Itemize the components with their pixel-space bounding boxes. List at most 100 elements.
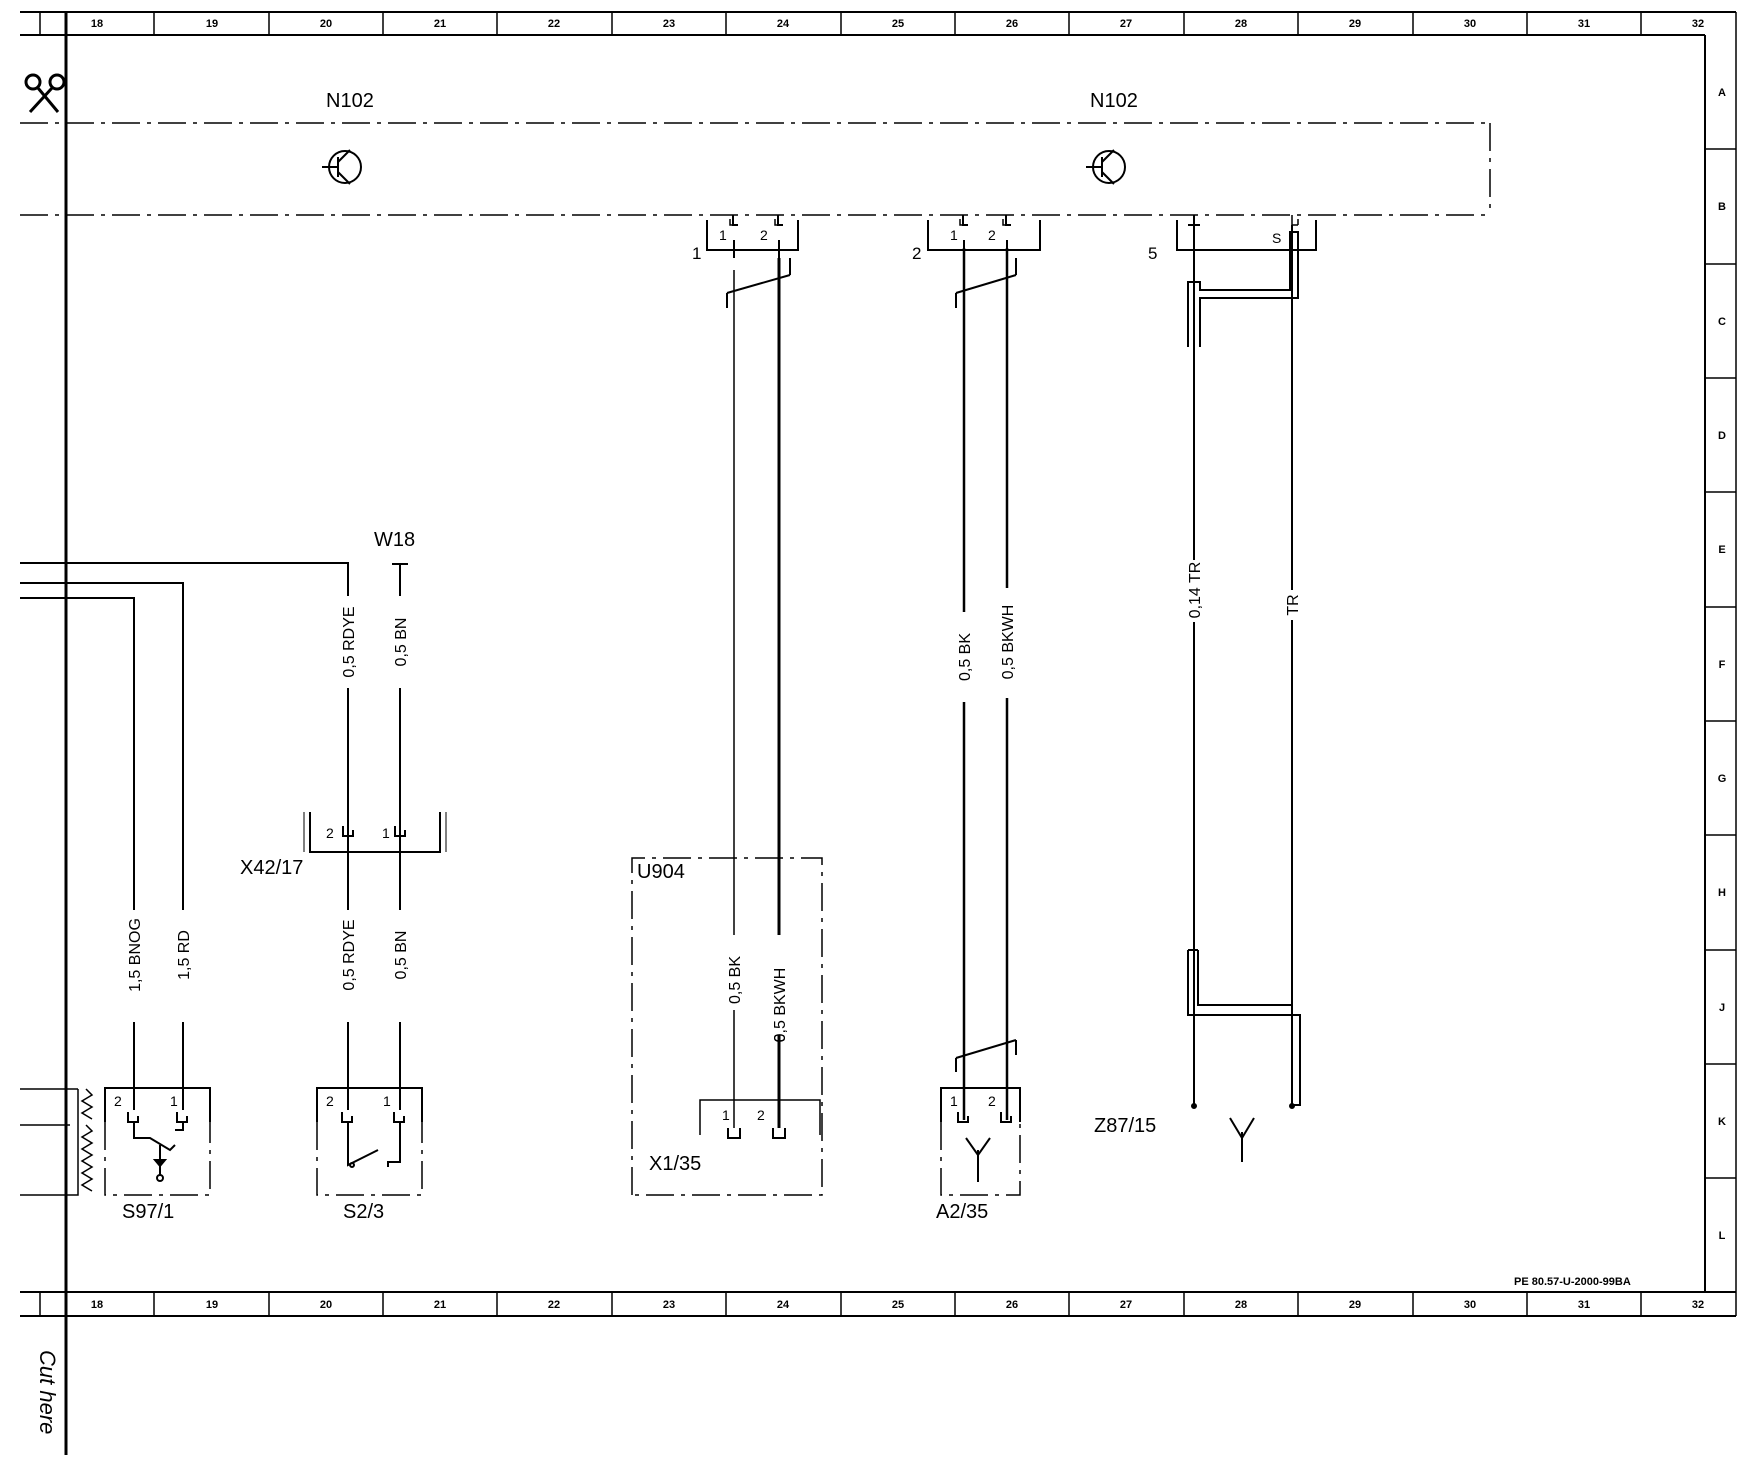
wire-label: TR	[1285, 594, 1302, 615]
col-label: 24	[777, 18, 790, 30]
scissors-icon	[24, 73, 66, 114]
component-label-n102: N102	[326, 90, 374, 112]
col-label: 20	[320, 1299, 332, 1311]
frame	[20, 11, 1737, 1455]
antenna-icon	[965, 1137, 991, 1182]
col-label: 21	[434, 18, 446, 30]
label-gaps	[127, 560, 1299, 1035]
diagram-code: PE 80.57-U-2000-99BA	[1514, 1276, 1631, 1288]
row-label: K	[1718, 1116, 1726, 1128]
col-label: 31	[1578, 18, 1590, 30]
col-label: 32	[1692, 18, 1704, 30]
pin-label: 2	[988, 1093, 996, 1109]
col-label: 22	[548, 18, 560, 30]
component-label-u904: U904	[637, 861, 685, 883]
u904-module-outline	[631, 857, 823, 1196]
twisted-pair-u904	[726, 248, 791, 935]
col-label: 23	[663, 18, 675, 30]
column-labels-bottom: 18 19 20 21 22 23 24 25 26 27 28 29 30 3…	[91, 1299, 1704, 1311]
col-label: 18	[91, 18, 103, 30]
col-label: 27	[1120, 1299, 1132, 1311]
row-label: A	[1718, 87, 1726, 99]
left-wires	[20, 562, 408, 1110]
col-label: 21	[434, 1299, 446, 1311]
connector-number: 5	[1148, 244, 1157, 263]
wire-label: 0,14 TR	[1187, 562, 1204, 619]
component-label-w18: W18	[374, 529, 415, 551]
pin-label: S	[1272, 230, 1281, 246]
col-label: 23	[663, 1299, 675, 1311]
wire-label: 0,5 BKWH	[1000, 605, 1017, 680]
wire-label: 1,5 RD	[176, 930, 193, 980]
row-dividers	[1705, 148, 1736, 1179]
component-label-z87-15: Z87/15	[1094, 1115, 1156, 1137]
col-label: 30	[1464, 1299, 1476, 1311]
col-label: 29	[1349, 1299, 1361, 1311]
component-label-a2-35: A2/35	[936, 1201, 988, 1223]
n102-connector-1	[706, 215, 799, 251]
connector-number: 1	[692, 244, 701, 263]
wire-label: 0,5 BN	[393, 931, 410, 980]
row-label: D	[1718, 430, 1726, 442]
wire-label: 1,5 BNOG	[127, 918, 144, 992]
row-labels: A B C D E F G H J K L	[1718, 87, 1727, 1242]
pin-label: 2	[757, 1107, 765, 1123]
pin-label: 1	[722, 1107, 730, 1123]
col-label: 20	[320, 18, 332, 30]
pin-label: 1	[382, 825, 390, 841]
n102-connector-5	[1176, 215, 1317, 251]
col-label: 18	[91, 1299, 103, 1311]
column-dividers	[153, 12, 1642, 1316]
wire-label: 0,5 BK	[727, 956, 744, 1004]
n102-connector-2	[927, 215, 1041, 251]
col-label: 25	[892, 18, 904, 30]
col-label: 28	[1235, 1299, 1247, 1311]
transistor-icon	[322, 149, 362, 185]
n102-module-outline	[20, 122, 1491, 216]
pin-label: 1	[950, 227, 958, 243]
col-label: 25	[892, 1299, 904, 1311]
component-label-x42-17: X42/17	[240, 857, 303, 879]
switch-icon	[347, 1122, 401, 1168]
pin-label: 2	[326, 1093, 334, 1109]
row-label: F	[1719, 659, 1726, 671]
col-label: 27	[1120, 18, 1132, 30]
pin-label: 2	[326, 825, 334, 841]
antenna-icon	[1229, 1117, 1255, 1162]
switch-icon	[133, 1122, 184, 1182]
shielded-cable	[1187, 225, 1301, 1109]
component-label-s2-3: S2/3	[343, 1201, 384, 1223]
pin-label: 1	[170, 1093, 178, 1109]
row-label: B	[1718, 201, 1726, 213]
row-label: H	[1718, 887, 1726, 899]
col-label: 32	[1692, 1299, 1704, 1311]
row-label: J	[1719, 1002, 1725, 1014]
col-label: 29	[1349, 18, 1361, 30]
wire-label: 0,5 BKWH	[772, 968, 789, 1043]
col-label: 24	[777, 1299, 790, 1311]
pin-label: 2	[114, 1093, 122, 1109]
cut-here-label: Cut here	[35, 1350, 60, 1434]
col-label: 19	[206, 18, 218, 30]
pin-label: 2	[988, 227, 996, 243]
col-label: 22	[548, 1299, 560, 1311]
row-label: E	[1718, 544, 1725, 556]
pin-label: 1	[719, 227, 727, 243]
transistor-icon	[1086, 149, 1126, 185]
col-label: 26	[1006, 1299, 1018, 1311]
wire-label: 0,5 BN	[393, 618, 410, 667]
col-label: 19	[206, 1299, 218, 1311]
wire-label: 0,5 RDYE	[341, 919, 358, 990]
pin-label: 1	[383, 1093, 391, 1109]
component-label-n102: N102	[1090, 90, 1138, 112]
a2-35-connector	[940, 1087, 1021, 1196]
wire-label: 0,5 BK	[957, 633, 974, 681]
component-label-s97-1: S97/1	[122, 1201, 174, 1223]
col-label: 31	[1578, 1299, 1590, 1311]
col-label: 28	[1235, 18, 1247, 30]
wire-labels-foreground: 0,5 RDYE 0,5 BN 0,5 RDYE 0,5 BN 1,5 BNOG…	[127, 562, 1302, 1043]
pin-label: 2	[760, 227, 768, 243]
wire-label: 0,5 RDYE	[341, 606, 358, 677]
pin-label: 1	[950, 1093, 958, 1109]
